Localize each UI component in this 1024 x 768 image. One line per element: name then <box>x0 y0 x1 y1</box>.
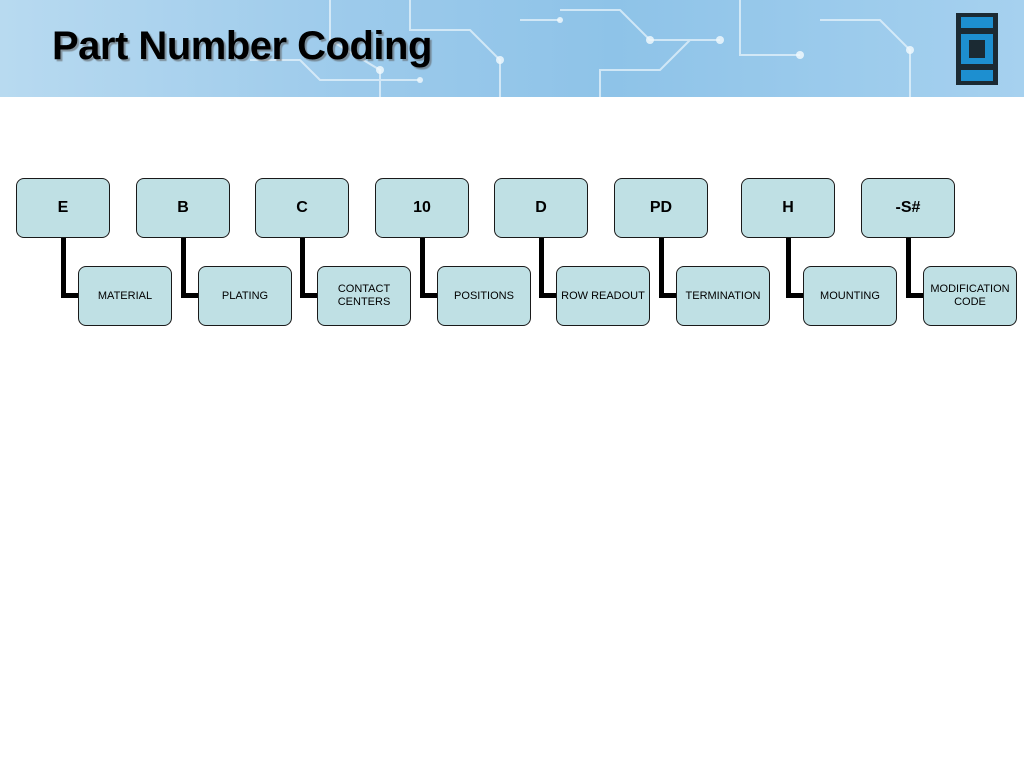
connector-line <box>300 238 317 298</box>
connector-line <box>906 238 923 298</box>
page-title: Part Number Coding <box>52 24 432 68</box>
code-segment-box: PD <box>614 178 708 238</box>
segment-description-box: POSITIONS <box>437 266 531 326</box>
connector-line <box>786 238 803 298</box>
code-segment-box: -S# <box>861 178 955 238</box>
company-logo-icon <box>956 13 998 85</box>
code-segment-box: D <box>494 178 588 238</box>
segment-description-box: CONTACT CENTERS <box>317 266 411 326</box>
connector-line <box>539 238 556 298</box>
segment-description-box: MOUNTING <box>803 266 897 326</box>
connector-line <box>61 238 78 298</box>
connector-line <box>181 238 198 298</box>
circuit-background-graphic <box>250 0 914 97</box>
segment-description-box: TERMINATION <box>676 266 770 326</box>
connector-line <box>420 238 437 298</box>
code-segment-box: 10 <box>375 178 469 238</box>
segment-description-box: MODIFICATION CODE <box>923 266 1017 326</box>
code-segment-box: E <box>16 178 110 238</box>
code-segment-box: B <box>136 178 230 238</box>
segment-description-box: PLATING <box>198 266 292 326</box>
slide-header: Part Number Coding <box>0 0 1024 97</box>
segment-description-box: MATERIAL <box>78 266 172 326</box>
code-segment-box: C <box>255 178 349 238</box>
segment-description-box: ROW READOUT <box>556 266 650 326</box>
connector-line <box>659 238 676 298</box>
code-segment-box: H <box>741 178 835 238</box>
